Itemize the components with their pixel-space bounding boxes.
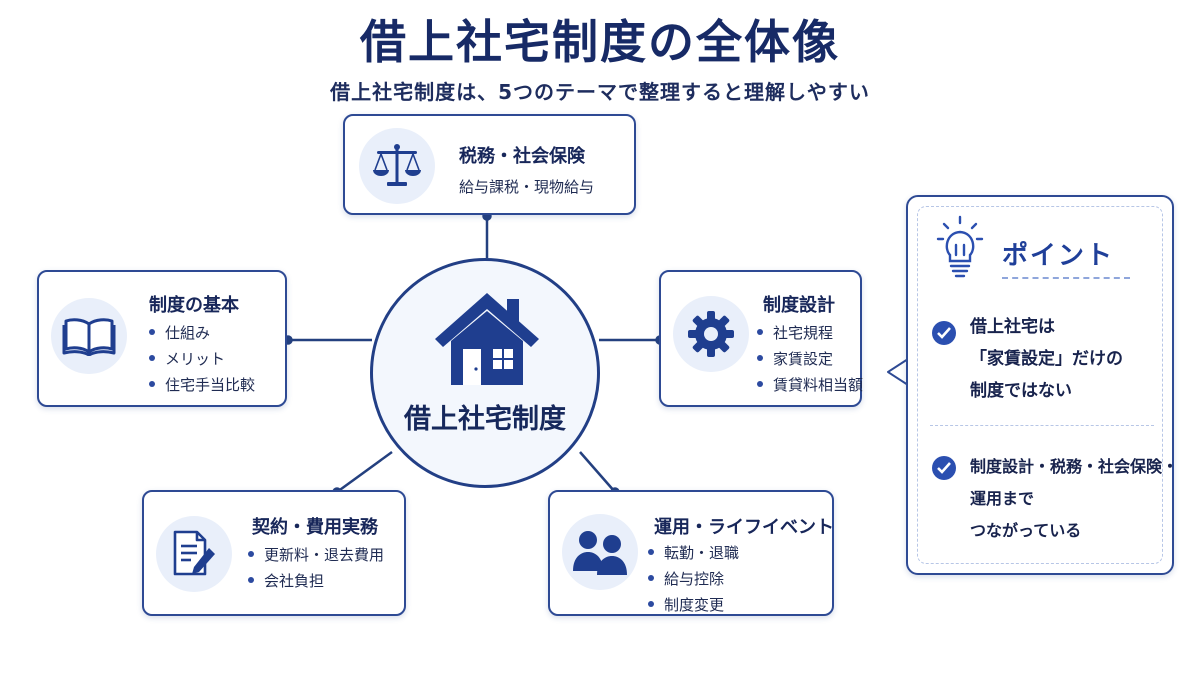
connector-ops [579,451,616,493]
card-title: 運用・ライフイベント [654,517,834,538]
card-subtitle: 給与課税・現物給与 [459,178,595,196]
house-icon [431,289,543,393]
list-item: 給与控除 [648,566,739,592]
scales-icon [359,128,435,204]
callout-tail [887,358,909,386]
gear-icon [673,296,749,372]
card-title: 契約・費用実務 [252,517,378,538]
people-icon [562,514,638,590]
card-system-basics: 制度の基本 仕組み メリット 住宅手当比較 [37,270,287,407]
list-item: 家賃設定 [757,346,863,372]
book-icon [51,298,127,374]
card-item-list: 仕組み メリット 住宅手当比較 [149,320,255,398]
list-item: 会社負担 [248,568,384,594]
page-title: 借上社宅制度の全体像 [360,15,840,69]
card-contract-cost-practice: 契約・費用実務 更新料・退去費用 会社負担 [142,490,406,616]
list-item: 転勤・退職 [648,540,739,566]
card-item-list: 転勤・退職 給与控除 制度変更 [648,540,739,618]
list-item: 社宅規程 [757,320,863,346]
card-operation-life-events: 運用・ライフイベント 転勤・退職 給与控除 制度変更 [548,490,834,616]
card-title: 制度設計 [763,295,835,316]
list-item: 制度変更 [648,592,739,618]
card-item-list: 社宅規程 家賃設定 賃貸料相当額 [757,320,863,398]
check-icon [932,456,956,480]
point-panel: ポイント 借上社宅は 「家賃設定」だけの 制度ではない 制度設計・税務・社会保険… [906,195,1178,575]
card-tax-social-insurance: 税務・社会保険 給与課税・現物給与 [343,114,636,215]
connector-contract [336,450,393,494]
card-title: 税務・社会保険 [459,146,585,167]
page-subtitle: 借上社宅制度は、5つのテーマで整理すると理解しやすい [330,80,870,104]
point-title: ポイント [1002,241,1115,271]
point-note-1: 借上社宅は 「家賃設定」だけの 制度ではない [970,317,1123,401]
list-item: 住宅手当比較 [149,372,255,398]
list-item: 仕組み [149,320,255,346]
check-icon [932,321,956,345]
center-label: 借上社宅制度 [404,404,566,435]
point-note-2: 制度設計・税務・社会保険・ 運用まで つながっている [970,457,1179,540]
card-title: 制度の基本 [149,295,239,316]
card-item-list: 更新料・退去費用 会社負担 [248,542,384,594]
list-item: 賃貸料相当額 [757,372,863,398]
lightbulb-icon [936,215,984,283]
card-system-design: 制度設計 社宅規程 家賃設定 賃貸料相当額 [659,270,863,407]
list-item: 更新料・退去費用 [248,542,384,568]
center-hub: 借上社宅制度 [370,258,600,488]
list-item: メリット [149,346,255,372]
document-pen-icon [156,516,232,592]
